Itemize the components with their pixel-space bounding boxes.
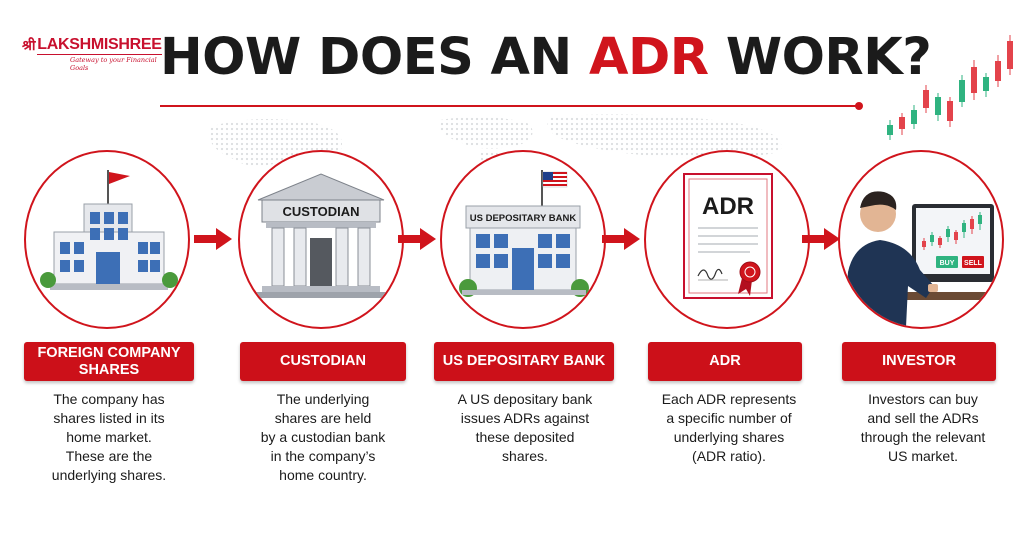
- desc-line: home market.: [66, 429, 152, 445]
- desc-line: in the company’s: [270, 448, 376, 464]
- step-description: Investors can buy and sell the ADRs thro…: [828, 390, 1018, 466]
- title-prefix: HOW DOES AN: [160, 28, 589, 87]
- step-label-adr: ADR: [648, 342, 802, 381]
- step-circle: ADR: [644, 150, 810, 329]
- arrow-right-icon: [194, 228, 232, 250]
- desc-line: US market.: [887, 448, 958, 464]
- desc-line: and sell the ADRs: [867, 410, 979, 426]
- arrow-right-icon: [802, 228, 840, 250]
- brand-logo: श्री LAKSHMISHREE Gateway to your Financ…: [22, 36, 172, 72]
- step-description: Each ADR represents a specific number of…: [634, 390, 824, 466]
- buy-label: BUY: [940, 260, 955, 267]
- brand-logo-wordmark: श्री LAKSHMISHREE: [22, 36, 172, 55]
- office-building-with-flag-icon: [40, 170, 178, 290]
- candlestick-chart-icon: [887, 35, 1013, 140]
- certificate-title: ADR: [702, 193, 754, 220]
- certificate-with-seal-icon: ADR: [683, 173, 773, 299]
- label-line-1: ADR: [709, 353, 741, 369]
- title-underline: [160, 102, 863, 110]
- brand-name: LAKSHMISHREE: [37, 36, 162, 55]
- desc-line: through the relevant: [860, 429, 986, 445]
- label-line-2: SHARES: [78, 361, 140, 378]
- desc-line: The underlying: [276, 391, 370, 407]
- arrow-right-icon: [398, 228, 436, 250]
- sell-label: SELL: [964, 260, 983, 267]
- desc-line: shares are held: [274, 410, 372, 426]
- desc-line: underlying shares.: [51, 467, 167, 483]
- step-label-investor: INVESTOR: [842, 342, 996, 381]
- step-circle: [24, 150, 190, 329]
- brand-hindi-text: श्री: [22, 38, 36, 54]
- step-label-us-depositary-bank: US DEPOSITARY BANK: [434, 342, 614, 381]
- desc-line: Each ADR represents: [661, 391, 797, 407]
- desc-line: a specific number of: [666, 410, 792, 426]
- desc-line: issues ADRs against: [460, 410, 590, 426]
- desc-line: these deposited: [475, 429, 575, 445]
- step-circle: US DEPOSITARY BANK: [440, 150, 606, 329]
- step-label-custodian: CUSTODIAN: [240, 342, 406, 381]
- depositary-bank-us-flag-icon: US DEPOSITARY BANK: [459, 170, 589, 297]
- desc-line: underlying shares: [673, 429, 785, 445]
- bank-sign-text: US DEPOSITARY BANK: [470, 213, 577, 224]
- brand-tagline: Gateway to your Financial Goals: [70, 56, 157, 72]
- step-circle: CUSTODIAN: [238, 150, 404, 329]
- arrow-right-icon: [602, 228, 640, 250]
- desc-line: by a custodian bank: [260, 429, 386, 445]
- desc-line: A US depositary bank: [457, 391, 593, 407]
- label-line-1: INVESTOR: [882, 353, 956, 369]
- desc-line: shares.: [502, 448, 548, 464]
- step-description: The company has shares listed in its hom…: [14, 390, 204, 485]
- desc-line: Investors can buy: [868, 391, 978, 407]
- label-line-1: FOREIGN COMPANY: [37, 344, 181, 361]
- desc-line: shares listed in its: [53, 410, 165, 426]
- step-description: The underlying shares are held by a cust…: [228, 390, 418, 485]
- label-line-1: US DEPOSITARY BANK: [442, 353, 606, 369]
- title-highlight: ADR: [588, 28, 709, 87]
- step-description: A US depositary bank issues ADRs against…: [430, 390, 620, 466]
- desc-line: The company has: [53, 391, 165, 407]
- bank-building-icon: CUSTODIAN: [256, 173, 386, 298]
- desc-line: These are the: [65, 448, 153, 464]
- desc-line: home country.: [279, 467, 367, 483]
- step-circle: BUY SELL: [838, 150, 1004, 329]
- bank-sign-text: CUSTODIAN: [282, 204, 359, 219]
- page-title: HOW DOES AN ADR WORK?: [160, 28, 932, 87]
- investor-at-trading-screen-icon: BUY SELL: [844, 191, 1002, 327]
- label-line-1: CUSTODIAN: [280, 353, 366, 369]
- desc-line: (ADR ratio).: [692, 448, 766, 464]
- title-suffix: WORK?: [708, 28, 932, 87]
